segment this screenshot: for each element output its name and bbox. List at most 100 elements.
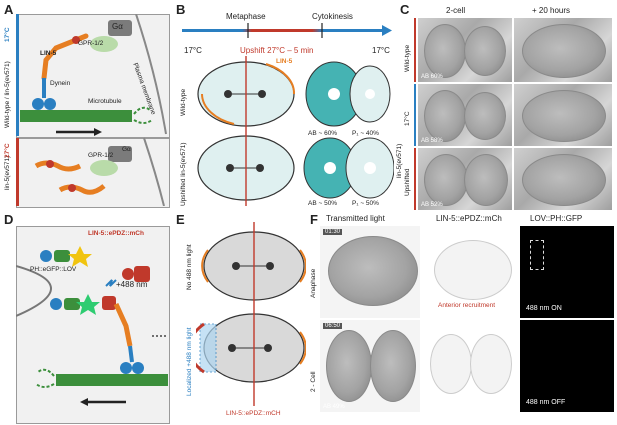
dynein-head-d2 [132, 362, 144, 374]
panel-e-letter: E [176, 212, 185, 227]
microtubule-d [56, 374, 168, 386]
panel-d-letter: D [4, 212, 14, 227]
lin5-free-red [46, 160, 54, 168]
up-p1-nucleus [364, 162, 376, 174]
lin5-free-2 [58, 184, 106, 195]
row2-temp: 27°C [4, 143, 11, 158]
ga-label-2: Gα [122, 146, 131, 153]
f-col2: LIN-5::ePDZ::mCh [436, 214, 502, 223]
panel-a-diagram [20, 14, 167, 206]
c-bar-blue [414, 84, 416, 146]
pct-3: AB 52% [421, 202, 443, 208]
light-bolt-icon [105, 279, 117, 287]
wt-cortex-left [201, 93, 235, 125]
panel-a-temp-bar-red [16, 138, 19, 206]
row3-label-c: Upshifted [404, 168, 411, 196]
egfp-domain [54, 250, 70, 262]
dynein-head-d1 [120, 362, 132, 374]
lin5-coil [41, 33, 89, 81]
arrowhead-d [80, 398, 88, 406]
f-lov-1: 488 nm ON [520, 226, 614, 318]
e-midline [253, 222, 255, 406]
midline-red [245, 56, 247, 206]
panel-a-temp-bar-blue [16, 14, 19, 136]
lin5-red-domain [72, 36, 80, 44]
f-lov-2: 488 nm OFF [520, 320, 614, 412]
panel-c-letter: C [400, 2, 410, 17]
f-col3: LOV::PH::GFP [530, 214, 583, 223]
f-row2: 2 - Cell [310, 371, 317, 392]
micro-up-20h [514, 148, 612, 210]
row2-label-c: 17°C [404, 111, 411, 126]
egfp-domain-2 [64, 298, 80, 310]
f-anterior: Anterior recruitment [438, 302, 496, 309]
col2-label-c: + 20 hours [532, 6, 571, 15]
col1-label-c: 2-cell [446, 6, 466, 15]
ga-label: Gα [112, 22, 123, 31]
f-pct: AB 49% [323, 404, 345, 410]
panel-a-letter: A [4, 2, 14, 17]
wt-p1-nucleus [365, 89, 375, 99]
microtubule-ends-d [35, 368, 55, 388]
timeline-arrowhead [382, 25, 392, 36]
panel-b-embryos [197, 61, 394, 201]
micro-wt-2cell: AB 60% [418, 18, 512, 82]
ab-pct-2: AB ~ 50% [308, 200, 338, 207]
gpr-label-2: GPR-1/2 [88, 152, 114, 159]
gpr-shape [90, 36, 118, 52]
ph-domain [40, 250, 52, 262]
metaphase-label: Metaphase [226, 12, 266, 21]
temp-left: 17°C [184, 46, 202, 55]
pct-2: AB 58% [421, 138, 443, 144]
e-bottom-label: Localized +488 nm light [186, 327, 193, 396]
membrane-d [16, 265, 52, 317]
f-lin5-2 [424, 320, 520, 412]
pct-1: AB 60% [421, 74, 443, 80]
row1-temp: 17°C [4, 27, 11, 42]
e-top-cortex-r [299, 249, 306, 283]
micro-up-2cell: AB 52% [418, 148, 512, 210]
e-top-label: No 488 nm light [186, 244, 193, 290]
f-time-2: 06:50 [323, 323, 343, 329]
c-bar-red [414, 18, 416, 82]
genotype-label-c: lin-5(ev571) [396, 143, 403, 178]
lin5-coil-d [113, 302, 133, 347]
lin5-free-1 [34, 160, 82, 172]
gpr-label: GPR-1/2 [78, 40, 104, 47]
wt-ab-nucleus [328, 88, 340, 100]
ga-shape-2 [108, 146, 132, 162]
ab-pct-1: AB ~ 60% [308, 130, 338, 137]
row1-label-c: Wild-type [404, 44, 411, 72]
up-ab-nucleus [324, 162, 336, 174]
dynein-head-2 [44, 98, 56, 110]
c-bar-red-2 [414, 148, 416, 210]
wt-cortex-right [265, 63, 296, 95]
ga-shape [108, 20, 132, 36]
timeline-bar [182, 29, 382, 32]
row2-label-b: Upshifted lin-5(ev571) [180, 142, 187, 206]
f-off: 488 nm OFF [526, 399, 566, 406]
panel-d-diagram [16, 246, 168, 406]
force-arrowhead [94, 128, 102, 136]
dynein-label: Dynein [50, 80, 71, 87]
lin5-label-d: LIN-5::ePDZ::mCh [88, 230, 144, 237]
row2-label: lin-5(ev571) [4, 155, 11, 190]
lov-star-2 [76, 294, 100, 315]
panel-f-letter: F [310, 212, 318, 227]
temp-right: 17°C [372, 46, 390, 55]
e-bottom-cortex-r [299, 331, 306, 365]
dynein-stalk-d [128, 345, 134, 363]
p1-pct-1: P₁ ~ 40% [352, 130, 379, 137]
microtubule-label: Microtubule [88, 98, 122, 105]
cytokinesis-label: Cytokinesis [312, 12, 353, 21]
lin5-label: LIN-5 [40, 50, 57, 57]
membrane-line-top [135, 14, 167, 135]
p1-pct-2: P₁ ~ 50% [352, 200, 379, 207]
microtubule-shape [20, 110, 132, 122]
e-caption: LIN-5::ePDZ::mCH [226, 410, 281, 417]
panel-b-timeline [182, 23, 392, 38]
upshift-label: Upshift 27°C – 5 min [240, 46, 314, 55]
panel-e-embryos [196, 231, 306, 383]
f-bright-1: 01:30 [320, 226, 420, 318]
ph-label-d: PH::eGFP::LOV [30, 266, 77, 273]
